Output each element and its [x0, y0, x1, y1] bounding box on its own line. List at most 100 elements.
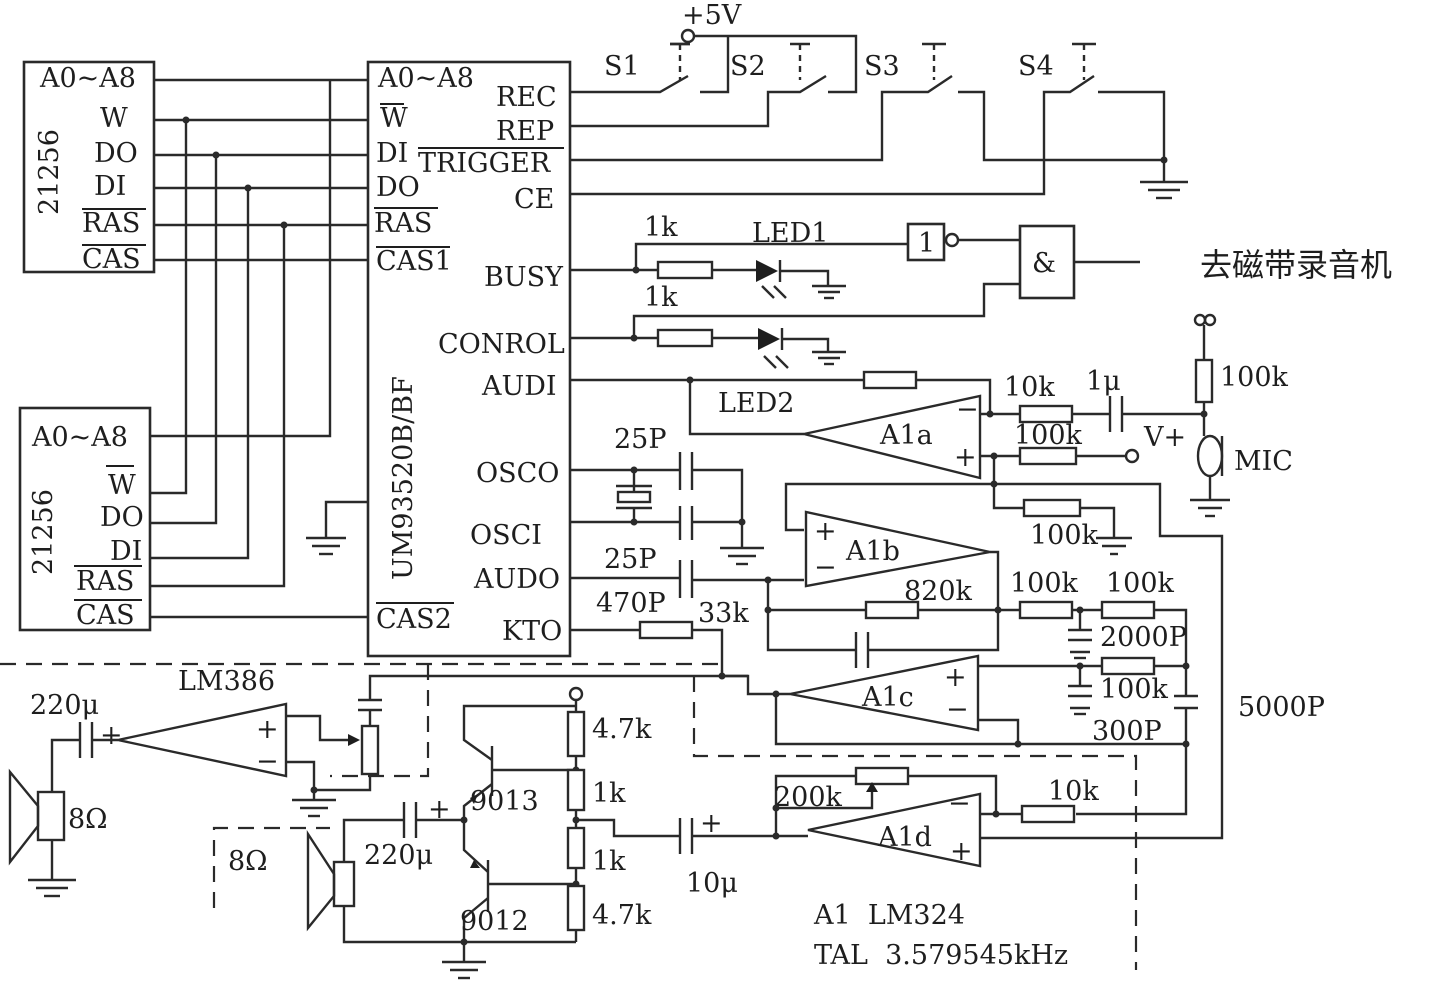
resistor-1k-a	[566, 768, 586, 812]
opamp-a1c	[789, 654, 980, 732]
switch-s1	[570, 42, 690, 94]
capacitor-300p-label: 300P	[1092, 716, 1162, 747]
capacitor-10u-label: 10μ	[686, 868, 738, 899]
resistor-1k-busy	[656, 260, 714, 280]
notes: A1 LM324 TAL 3.579545kHz	[813, 900, 1068, 971]
pin-ras: RAS	[374, 208, 432, 239]
opamp-a1d-minus: −	[948, 788, 971, 819]
discrete-amp-section: 8Ω + 220μ 9013 9012	[228, 686, 808, 980]
resistor-100k-f2-label: 100k	[1106, 568, 1175, 599]
memory-chip-bottom: 21256 A0~A8 W DO DI RAS CAS	[18, 406, 152, 632]
microphone-icon	[1196, 434, 1224, 478]
opamp-a1d	[807, 792, 982, 868]
crystal-icon	[616, 490, 652, 504]
mic-label: MIC	[1234, 446, 1293, 477]
opamp-a1c-minus: −	[946, 694, 969, 725]
supply-label: +5V	[682, 0, 742, 31]
and-gate-label: &	[1032, 248, 1056, 279]
opamp-a1a-minus: −	[956, 394, 979, 425]
pin-kto: KTO	[502, 616, 562, 647]
resistor-1k-a-label: 1k	[592, 778, 626, 809]
supply-terminal	[680, 28, 696, 44]
speaker-8ohm-label: 8Ω	[68, 804, 108, 835]
capacitor-220u-out-plus: +	[428, 794, 451, 825]
opamp-a1d-label: A1d	[877, 822, 932, 853]
chip-part-label: 21256	[34, 129, 65, 215]
resistor-100k-gnd-label: 100k	[1030, 520, 1099, 551]
pin-w: W	[380, 103, 408, 134]
speaker-coil	[36, 790, 66, 842]
inverter-gate	[906, 222, 946, 262]
pin-w: W	[108, 470, 136, 501]
led-logic-section: 1k LED1 1 & 去磁带录音机 1k	[570, 212, 1392, 369]
lm386-amp-section: LM386 + − + 220μ 8Ω	[8, 666, 748, 898]
speaker-coil-2	[332, 860, 356, 908]
pin-rep: REP	[496, 116, 554, 147]
pot-wiper-icon	[348, 734, 360, 746]
pin-busy: BUSY	[484, 262, 564, 293]
and-gate	[1018, 224, 1076, 300]
vcc-terminal	[568, 686, 584, 702]
pin-audo: AUDO	[473, 564, 560, 595]
resistor-100k-f3-label: 100k	[1100, 674, 1169, 705]
pin-ras: RAS	[82, 208, 140, 239]
opamp-a1b-minus: −	[814, 552, 837, 583]
resistor-820k-label: 820k	[904, 576, 973, 607]
pin-trigger: TRIGGER	[418, 148, 551, 179]
resistor-1k-b-label: 1k	[592, 846, 626, 877]
resistor-1k-control	[656, 328, 714, 348]
capacitor-220u-lm386-label: 220μ	[30, 690, 99, 721]
filter-section: 470P A1b + − 820k 100k 100k 2000P 33k	[570, 510, 1325, 816]
transistor-9013	[462, 704, 576, 820]
capacitor-25p-2-label: 25P	[604, 544, 657, 575]
resistor-100k-bias-label: 100k	[1220, 362, 1289, 393]
switch-s1-label: S1	[604, 51, 640, 82]
opamp-a1a-plus: +	[954, 442, 977, 473]
switch-s2-label: S2	[730, 51, 766, 82]
pin-di: DI	[376, 138, 408, 169]
chip-body	[366, 60, 572, 658]
pin-cas: CAS	[76, 600, 135, 631]
opamp-a1c-plus: +	[944, 662, 967, 693]
resistor-100k-f2	[1100, 600, 1156, 620]
capacitor-2000p-label: 2000P	[1100, 622, 1187, 653]
transistor-9013-label: 9013	[470, 786, 539, 817]
pin-ras: RAS	[76, 566, 134, 597]
pin-conrol: CONROL	[438, 329, 565, 360]
lm386-out-plus: +	[100, 720, 123, 751]
pin-cas2: CAS2	[376, 604, 452, 635]
resistor-10k-label: 10k	[1004, 372, 1055, 403]
pin-do: DO	[100, 502, 144, 533]
pin-audi: AUDI	[481, 371, 557, 402]
pin-di: DI	[110, 536, 142, 567]
resistor-4.7k-bot	[566, 884, 586, 932]
pot-200k-wiper-icon	[866, 782, 878, 792]
capacitor-220u-out-label: 220μ	[364, 840, 433, 871]
switch-s4-label: S4	[1018, 51, 1054, 82]
output-note: 去磁带录音机	[1200, 246, 1392, 284]
capacitor-5000p-label: 5000P	[1238, 692, 1325, 723]
led2-diode-icon	[758, 328, 780, 350]
opamp-a1d-plus: +	[950, 836, 973, 867]
speaker-2-icon	[306, 829, 336, 932]
pin-a0-a8: A0~A8	[39, 63, 136, 94]
switch-section: +5V S1 S2 S3 S4	[570, 0, 1188, 200]
a1d-section: A1d − + 200k 10k	[772, 766, 1099, 868]
resistor-10k-a1d	[1020, 804, 1076, 824]
switch-s3-label: S3	[864, 51, 900, 82]
transistor-9012-label: 9012	[460, 906, 529, 937]
capacitor-10u-plus: +	[700, 808, 723, 839]
chip-body	[18, 406, 152, 632]
pin-di: DI	[94, 171, 126, 202]
potentiometer-200k	[854, 766, 910, 786]
resistor-4.7k-bot-label: 4.7k	[592, 900, 652, 931]
pin-osco: OSCO	[476, 458, 559, 489]
note-opamp-part: A1 LM324	[813, 900, 965, 931]
opamp-lm386	[117, 702, 288, 778]
resistor-100k-bias	[1194, 358, 1214, 404]
oscillator-section: 25P 25P	[570, 424, 764, 575]
capacitor-1u-label: 1μ	[1086, 366, 1121, 397]
chip-body	[22, 60, 156, 274]
resistor-10k-a1d-label: 10k	[1048, 776, 1099, 807]
